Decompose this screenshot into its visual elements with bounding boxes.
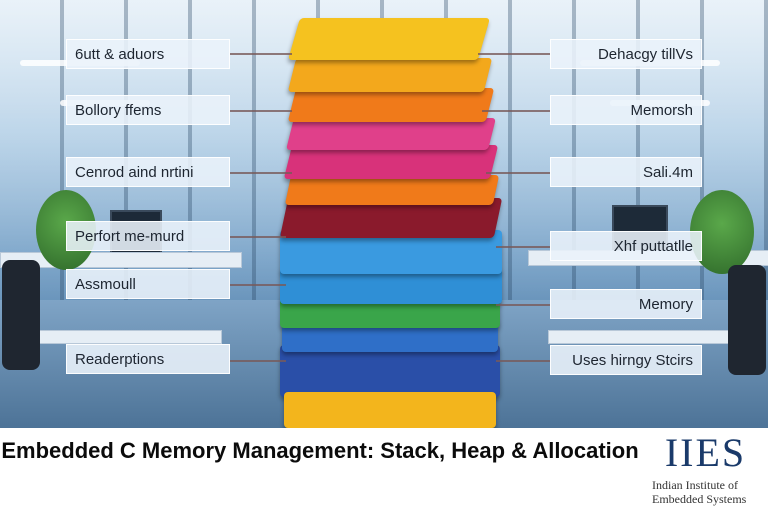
stack-layer-yellow-top bbox=[287, 18, 491, 60]
connector-line bbox=[230, 110, 292, 112]
label-text: Sali.4m bbox=[642, 163, 693, 181]
label-left-6: Readerptions bbox=[66, 344, 230, 374]
label-left-3: Cenrod aind nrtini bbox=[66, 157, 230, 187]
stack-layer-magenta bbox=[283, 145, 499, 179]
logo-line-1: Indian Institute of bbox=[652, 478, 738, 492]
stack-layer-blue bbox=[280, 345, 500, 397]
label-right-1: Dehacgy tillVs bbox=[550, 39, 702, 69]
stack-layer-orange bbox=[284, 175, 500, 205]
label-text: Perfort me-murd bbox=[75, 227, 185, 245]
label-text: Xhf puttatlle bbox=[613, 237, 693, 255]
label-left-4: Perfort me-murd bbox=[66, 221, 230, 251]
label-text: Memorsh bbox=[630, 101, 693, 119]
stack-layer-blue bbox=[280, 268, 502, 304]
memory-layer-stack bbox=[279, 18, 503, 428]
label-text: Readerptions bbox=[75, 350, 165, 368]
label-right-6: Uses hirngy Stcirs bbox=[550, 345, 702, 375]
connector-line bbox=[486, 172, 550, 174]
logo-subtitle: Indian Institute of Embedded Systems bbox=[648, 478, 763, 506]
footer bbox=[0, 428, 768, 511]
label-text: Cenrod aind nrtini bbox=[75, 163, 194, 181]
connector-line bbox=[230, 360, 286, 362]
iies-logo: IIES Indian Institute of Embedded System… bbox=[648, 432, 763, 508]
logo-mark: IIES bbox=[664, 430, 747, 475]
label-text: Dehacgy tillVs bbox=[597, 45, 693, 63]
stack-layer-magenta bbox=[286, 118, 496, 150]
connector-line bbox=[496, 304, 550, 306]
connector-line bbox=[482, 110, 550, 112]
stack-layer-yellow-base bbox=[284, 392, 496, 428]
label-left-2: Bollory ffems bbox=[66, 95, 230, 125]
label-right-4: Xhf puttatlle bbox=[550, 231, 702, 261]
label-text: Assmoull bbox=[75, 275, 136, 293]
label-right-2: Memorsh bbox=[550, 95, 702, 125]
connector-line bbox=[230, 236, 286, 238]
connector-line bbox=[496, 246, 550, 248]
connector-line bbox=[478, 53, 550, 55]
label-text: Uses hirngy Stcirs bbox=[572, 351, 693, 369]
label-text: Memory bbox=[638, 295, 693, 313]
chair bbox=[728, 265, 766, 375]
connector-line bbox=[230, 284, 286, 286]
stack-layer-yellow bbox=[287, 58, 493, 92]
connector-line bbox=[230, 172, 292, 174]
logo-line-2: Embedded Systems bbox=[652, 492, 747, 506]
label-text: Bollory ffems bbox=[75, 101, 162, 119]
label-left-1: 6utt & aduors bbox=[66, 39, 230, 69]
page-title: Embedded C Memory Management: Stack, Hea… bbox=[1, 438, 639, 463]
chair bbox=[2, 260, 40, 370]
label-text: 6utt & aduors bbox=[75, 45, 165, 63]
label-left-5: Assmoull bbox=[66, 269, 230, 299]
stack-layer-orange bbox=[287, 88, 495, 122]
connector-line bbox=[496, 360, 550, 362]
connector-line bbox=[230, 53, 292, 55]
label-right-5: Memory bbox=[550, 289, 702, 319]
label-right-3: Sali.4m bbox=[550, 157, 702, 187]
